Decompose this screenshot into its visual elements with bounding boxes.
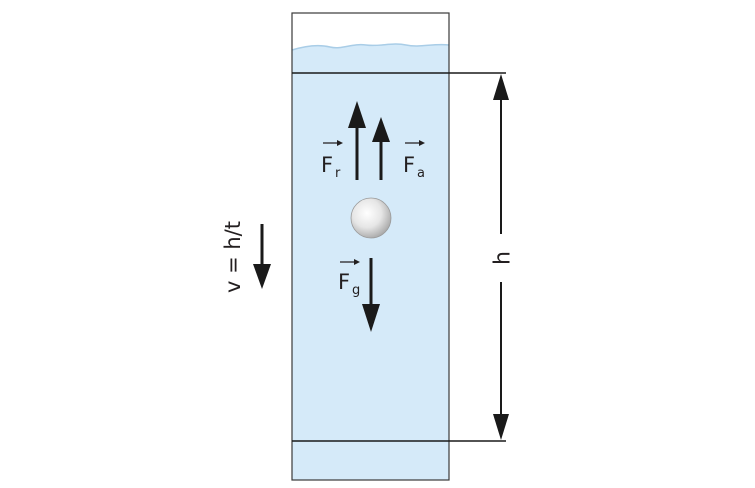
svg-text:r: r <box>335 166 341 181</box>
height-arrowhead-down <box>493 414 509 440</box>
gravity-force-label: F g <box>338 259 360 298</box>
height-dimension <box>493 74 509 440</box>
svg-text:g: g <box>352 283 360 298</box>
sphere <box>350 197 392 239</box>
gravity-force-arrow <box>362 258 380 332</box>
height-label: h <box>491 251 516 265</box>
svg-text:a: a <box>417 166 425 181</box>
container-tube <box>291 12 450 481</box>
buoyancy-force-arrow <box>372 117 390 180</box>
velocity-formula: v = h/t <box>221 221 245 293</box>
svg-text:F: F <box>338 270 350 294</box>
water-surface <box>291 43 450 51</box>
buoyancy-force-label: F a <box>403 140 425 181</box>
svg-text:F: F <box>321 153 333 177</box>
velocity-direction-arrow <box>253 224 271 289</box>
friction-force-label: F r <box>321 140 343 181</box>
friction-force-arrow <box>348 101 366 180</box>
svg-text:F: F <box>403 153 415 177</box>
height-arrowhead-up <box>493 74 509 100</box>
